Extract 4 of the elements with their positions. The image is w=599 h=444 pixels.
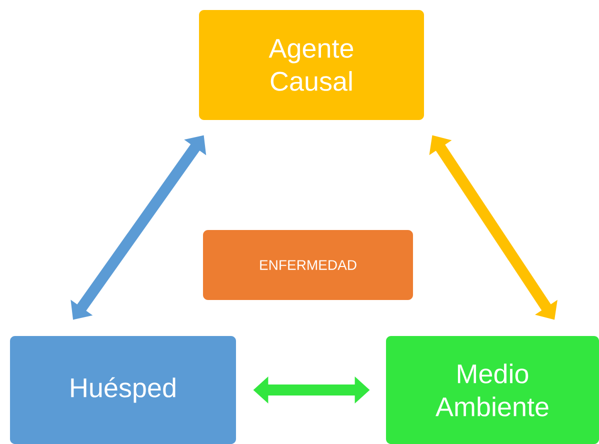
box: Agente Causal <box>199 10 424 120</box>
box: Huésped <box>10 336 236 444</box>
box: Medio Ambiente <box>386 336 599 444</box>
box: ENFERMEDAD <box>203 230 413 300</box>
